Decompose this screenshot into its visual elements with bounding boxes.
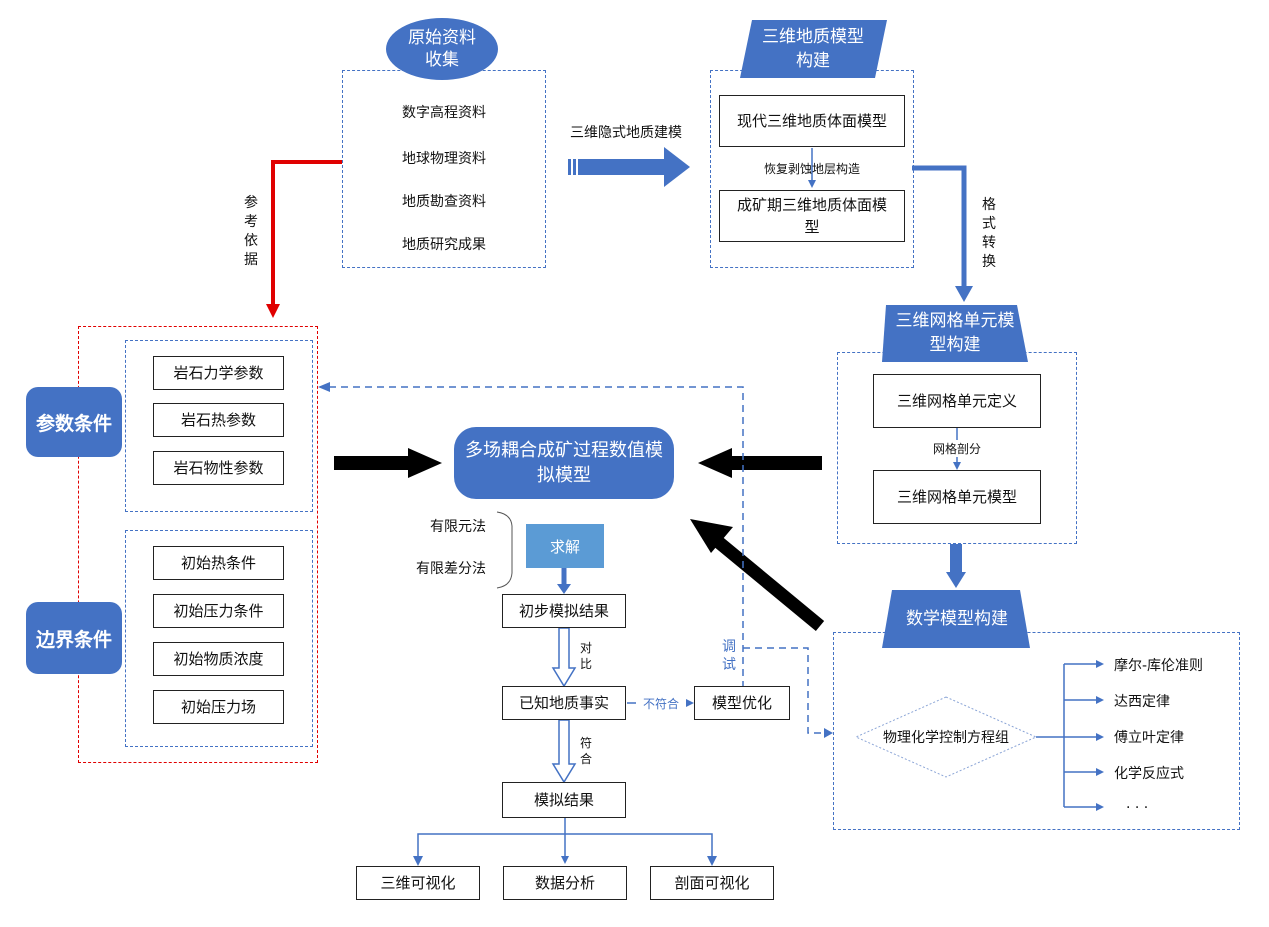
source-item: 地质研究成果 (402, 237, 486, 253)
params-frame (125, 340, 313, 512)
implicit-modeling-label: 三维隐式地质建模 (570, 125, 682, 141)
method-fem: 有限元法 (430, 519, 486, 535)
math-frame (833, 632, 1240, 830)
grid-frame (837, 352, 1077, 544)
implicit-modeling-arrow (568, 147, 690, 187)
boundary-item: 初始物质浓度 (153, 642, 284, 676)
output-section-visualization: 剖面可视化 (650, 866, 774, 900)
geo3d-title: 三维地质模型构建 (762, 27, 864, 71)
grid-model-box: 三维网格单元模型 (873, 470, 1041, 524)
param-item: 岩石力学参数 (153, 356, 284, 390)
format-conversion-arrow (912, 165, 967, 290)
boundary-item: 初始压力场 (153, 690, 284, 724)
conditions-frame (78, 326, 318, 763)
boundary-item: 初始热条件 (153, 546, 284, 580)
source-item: 地质勘查资料 (402, 194, 486, 210)
boundary-title: 边界条件 (26, 602, 122, 674)
reference-basis-label: 参考依据 (244, 195, 258, 268)
black-arrow-right (698, 448, 822, 478)
math-title: 数学模型构建 (906, 609, 1008, 629)
format-conversion-label: 格式转换 (982, 197, 996, 270)
ore-period-model-box: 成矿期三维地质体面模型 (719, 190, 905, 242)
control-equations-label: 物理化学控制方程组 (883, 730, 1009, 746)
source-data-title: 原始资料收集 (386, 18, 498, 80)
mesh-label: 网格剖分 (873, 440, 1041, 457)
solve-node: 求解 (526, 524, 604, 568)
grid-title: 三维网格单元模型构建 (895, 311, 1015, 355)
law-item: 摩尔-库伦准则 (1114, 658, 1204, 674)
law-item: 达西定律 (1114, 694, 1170, 710)
mismatch-label: 不符合 (636, 695, 686, 712)
method-fdm: 有限差分法 (416, 561, 486, 577)
source-item: 地球物理资料 (402, 151, 486, 167)
coupled-model-node: 多场耦合成矿过程数值模拟模型 (454, 427, 674, 499)
final-result-box: 模拟结果 (502, 782, 626, 818)
source-item: 数字高程资料 (402, 105, 486, 121)
geo3d-frame (710, 70, 914, 268)
black-arrow-diagonal (690, 519, 825, 632)
law-item-ellipsis: · · · (1126, 800, 1149, 816)
reference-arrow (266, 160, 342, 318)
adjust-label: 调试 (720, 638, 738, 674)
match-label: 符合 (579, 736, 592, 766)
params-title: 参数条件 (26, 387, 122, 457)
param-item: 岩石热参数 (153, 403, 284, 437)
output-data-analysis: 数据分析 (503, 866, 627, 900)
optimize-box: 模型优化 (694, 686, 790, 720)
known-facts-box: 已知地质事实 (502, 686, 626, 720)
law-item: 化学反应式 (1114, 766, 1184, 782)
boundary-item: 初始压力条件 (153, 594, 284, 628)
compare-label: 对比 (579, 641, 592, 671)
restore-strata-label: 恢复剥蚀地层构造 (763, 162, 860, 176)
black-arrow-left (334, 448, 442, 478)
output-3d-visualization: 三维可视化 (356, 866, 480, 900)
param-item: 岩石物性参数 (153, 451, 284, 485)
law-item: 傅立叶定律 (1114, 730, 1184, 746)
prelim-result-box: 初步模拟结果 (502, 594, 626, 628)
modern-model-box: 现代三维地质体面模型 (719, 95, 905, 147)
boundary-frame (125, 530, 313, 747)
grid-definition-box: 三维网格单元定义 (873, 374, 1041, 428)
